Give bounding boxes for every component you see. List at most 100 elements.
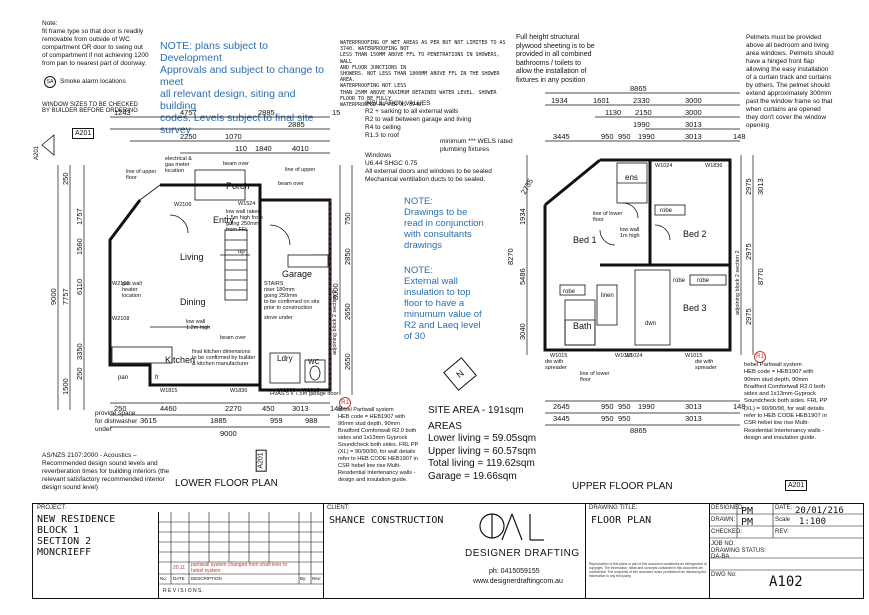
status-label: DRAWING STATUS: [711,548,766,554]
frame-note: Note:fit frame type so that door is read… [42,20,149,67]
dim-lower-left-7: 1500 [61,378,70,395]
label-beam-1: beam over [223,161,249,167]
dim-upper-top-3: 2330 [633,96,650,105]
dim-upper-left-6: 3040 [518,323,527,340]
checked-label: CHECKED: [711,529,743,535]
dim-lower-bottom-6: 148 [330,404,343,413]
dim-upper-bottom2-3: 950 [618,414,631,423]
dim-lower-left-2: 1757 [75,208,84,225]
upper-plan-title: UPPER FLOOR PLAN [572,481,673,492]
window-w1015-b: W1015 [615,353,632,359]
north-arrow: N [443,357,477,391]
section-tag-a201-upper-1: A201 [785,480,808,491]
dim-lower-left-4: 6110 [75,279,84,295]
dim-lower-left-6: 250 [75,367,84,380]
dwg-label: DWG No: [711,572,737,578]
dim-upper-left-1: 2735 [519,177,535,196]
dim-lower-bottom2-4: 988 [305,416,318,425]
rev-label: REV: [775,529,789,535]
window-w1024-a: W1024 [655,163,672,169]
rev-header-date: DATE [173,576,185,581]
room-living: Living [180,252,204,262]
wels-note: minimum *** WELS rated plumbing fixtures [440,138,513,153]
room-robe-3: robe [697,278,710,284]
dim-upper-sub-1: 1130 [605,108,621,117]
svg-text:A201: A201 [34,145,40,160]
scale-label: Scale [775,517,791,523]
window-w1024-b: W1024 [625,353,642,359]
dim-lower-top-5: 15 [332,108,340,117]
rev-header-rev: Rev: [312,576,322,581]
dim-lower-left-1: 250 [61,172,70,185]
dim-lower-sub-3: 1840 [255,144,272,153]
lower-floor-plan: 1243 4757 2885 2885 15 9000 2250 1070 18… [34,105,353,438]
dim-lower-sub-5: 4010 [292,144,309,153]
acoustic-note: AS/NZS 2107:2000 - Acoustics –Recommende… [42,452,170,491]
section-tag-a201-lower-1: A201 [72,128,95,139]
rev-header-no: No: [160,576,168,581]
room-ens: ens [625,173,638,182]
designer-drafting-logo [479,513,544,541]
revisions-title: R E V I S I O N S. [163,588,203,594]
dim-upper-top-2: 1601 [593,96,610,105]
job-label: JOB NO: [711,541,736,547]
dim-upper-right-5: 8770 [756,268,765,285]
project-label: PROJECT: [37,505,67,511]
dim-upper-bottom-1: 2645 [553,402,570,411]
dim-lower-bottom2-2: 1885 [210,416,227,425]
dim-upper-left-3: 5486 [518,268,527,285]
dim-upper-top-4: 3000 [685,96,702,105]
dim-lower-top-1: 1243 [114,108,131,117]
room-fr: fr [155,375,159,381]
dim-upper-sub2-1: 1990 [633,120,650,129]
dim-upper-overall: 8865 [630,85,647,93]
dim-upper-bottom2-1: 3445 [553,414,570,423]
dim-upper-left-4: 8270 [506,248,515,265]
dim-lower-right-4: 2650 [343,303,352,320]
room-kitchen: Kitchen [165,355,195,365]
room-ldry: Ldry [277,354,293,363]
copyright: Reproduction of this plans or part of th… [589,562,707,578]
dim-lower-right-2: 2850 [343,248,352,265]
dim-lower-left-3: 1560 [75,238,84,255]
drawing-title: FLOOR PLAN [591,515,652,526]
room-dwn: dwn [645,321,656,327]
drawing-title-label: DRAWING TITLE: [589,505,638,511]
r1-tag-lower: R1 [339,397,351,409]
dim-lower-left-5: 3350 [75,343,84,360]
upper-floor-plan: 1934 1601 2330 3000 8865 1130 2150 3000 … [506,85,765,435]
lower-plan-title: LOWER FLOOR PLAN [175,478,278,489]
dim-upper-sub3-4: 1990 [638,132,655,141]
room-bath: Bath [573,321,592,331]
site-area-block: SITE AREA - 191sqm AREAS Lower living = … [428,405,558,483]
room-bed3: Bed 3 [683,303,707,313]
date-label: DATE: [775,505,793,511]
window-w1815: W1815 [160,388,177,394]
dim-lower-bottom-3: 2270 [225,404,242,413]
dim-lower-bottom3: 9000 [220,429,237,438]
dim-lower-top-4: 2885 [288,120,305,129]
dim-upper-bottom-6: 148 [733,402,746,411]
section-marker-lower-left: A201 [34,134,55,160]
dim-lower-sub-1: 2250 [180,132,197,141]
dwg-number: A102 [769,574,803,590]
waterproofing-note: WATERPROOFING OF WET AREAS AS PER BUT NO… [340,40,506,109]
dim-lower-bottom-2: 4460 [160,404,177,413]
dim-lower-sub-2: 1070 [225,132,242,141]
dim-upper-sub3-2: 950 [601,132,614,141]
dim-lower-sub-4: 110 [235,144,247,153]
dim-upper-bottom-4: 1990 [638,402,655,411]
